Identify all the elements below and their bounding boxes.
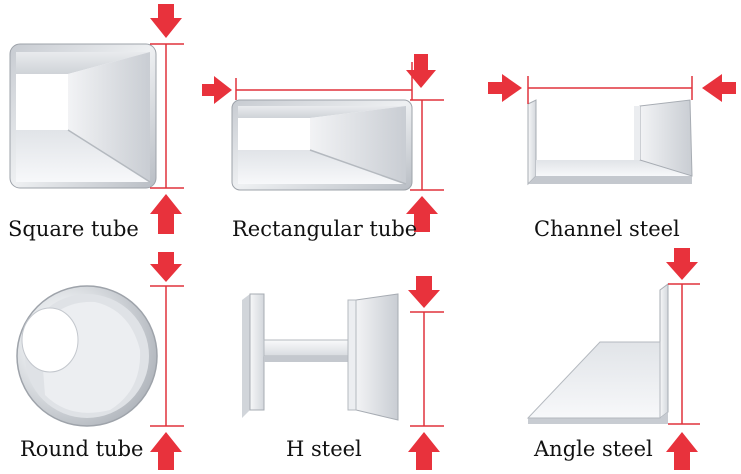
arrow-down-icon xyxy=(406,54,436,88)
arrow-right-icon xyxy=(202,76,232,104)
label-channel-steel: Channel steel xyxy=(534,217,680,241)
arrow-left-icon xyxy=(702,74,736,102)
label-rectangular-tube: Rectangular tube xyxy=(232,217,418,241)
arrow-down-icon xyxy=(408,276,440,308)
label-h-steel: H steel xyxy=(286,437,362,461)
angle-steel-dimension xyxy=(666,248,700,470)
arrow-up-icon xyxy=(408,432,440,470)
arrow-down-icon xyxy=(150,4,182,38)
label-angle-steel: Angle steel xyxy=(534,437,653,461)
h-steel-figure xyxy=(242,293,399,421)
label-round-tube: Round tube xyxy=(20,437,144,461)
channel-steel-dimension xyxy=(488,74,736,104)
square-tube-dimension xyxy=(150,4,184,234)
label-square-tube: Square tube xyxy=(8,217,139,241)
arrow-right-icon xyxy=(488,74,522,102)
round-tube-figure xyxy=(16,285,158,427)
arrow-down-icon xyxy=(666,248,698,280)
rectangular-tube-figure xyxy=(231,99,413,191)
rectangular-tube-dimension xyxy=(202,54,444,232)
angle-steel-figure xyxy=(526,283,669,424)
arrow-up-icon xyxy=(406,196,438,232)
arrow-down-icon xyxy=(150,252,182,282)
h-steel-dimension xyxy=(408,276,444,470)
round-tube-dimension xyxy=(150,252,184,470)
channel-steel-figure xyxy=(527,99,693,186)
arrow-up-icon xyxy=(150,432,182,470)
arrow-up-icon xyxy=(666,432,698,470)
arrow-up-icon xyxy=(150,194,182,234)
square-tube-figure xyxy=(9,43,157,189)
